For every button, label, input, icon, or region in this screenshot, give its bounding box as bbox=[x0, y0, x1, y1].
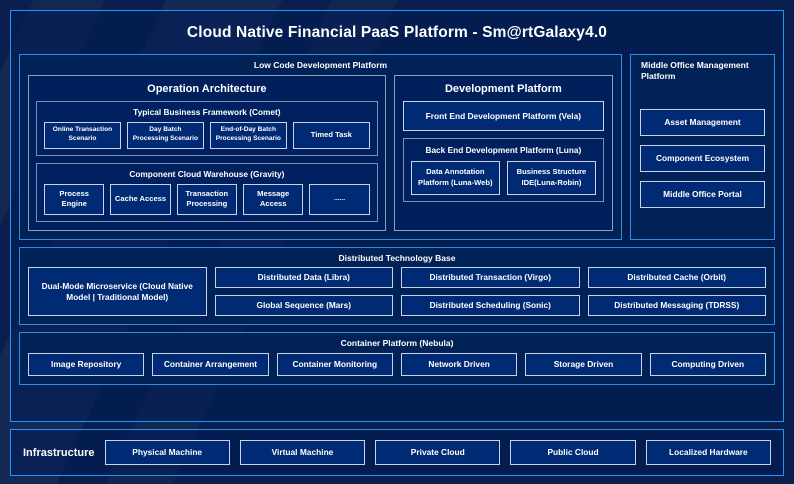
component-cloud-warehouse-items: Process Engine Cache Access Transaction … bbox=[37, 183, 377, 215]
middle-office-items: Asset Management Component Ecosystem Mid… bbox=[631, 85, 774, 230]
chip-data-annotation-platform[interactable]: Data Annotation Platform (Luna-Web) bbox=[410, 160, 500, 195]
subgroup-component-cloud-warehouse: Component Cloud Warehouse (Gravity) Proc… bbox=[36, 162, 378, 222]
chip-private-cloud[interactable]: Private Cloud bbox=[375, 440, 501, 465]
container-row: Container Platform (Nebula) Image Reposi… bbox=[11, 332, 783, 385]
development-platform-body: Front End Development Platform (Vela) Ba… bbox=[395, 100, 612, 230]
panel-distributed-technology-base: Distributed Technology Base Dual-Mode Mi… bbox=[19, 246, 775, 326]
chip-asset-management[interactable]: Asset Management bbox=[640, 109, 765, 137]
back-end-development-platform-title: Back End Development Platform (Luna) bbox=[425, 144, 582, 155]
group-operation-architecture: Operation Architecture Typical Business … bbox=[28, 74, 386, 231]
chip-component-ecosystem[interactable]: Component Ecosystem bbox=[640, 145, 765, 173]
distributed-column-1: Dual-Mode Microservice (Cloud Native Mod… bbox=[28, 267, 207, 317]
subgroup-typical-business-framework: Typical Business Framework (Comet) Onlin… bbox=[36, 100, 378, 156]
chip-cache-access[interactable]: Cache Access bbox=[110, 183, 171, 215]
operation-architecture-title: Operation Architecture bbox=[147, 82, 267, 95]
low-code-title: Low Code Development Platform bbox=[253, 60, 388, 70]
chip-virtual-machine[interactable]: Virtual Machine bbox=[239, 440, 366, 465]
chip-distributed-messaging[interactable]: Distributed Messaging (TDRSS) bbox=[587, 295, 766, 317]
middle-office-title: Middle Office Management Platform bbox=[641, 60, 749, 81]
chip-storage-driven[interactable]: Storage Driven bbox=[525, 352, 642, 376]
chip-container-monitoring[interactable]: Container Monitoring bbox=[276, 352, 393, 376]
distributed-column-3: Distributed Transaction (Virgo) Distribu… bbox=[401, 267, 580, 317]
platform-frame: Cloud Native Financial PaaS Platform - S… bbox=[10, 10, 784, 422]
chip-business-structure-ide[interactable]: Business Structure IDE(Luna-Robin) bbox=[506, 160, 597, 195]
panel-container-platform: Container Platform (Nebula) Image Reposi… bbox=[19, 332, 775, 385]
infrastructure-label: Infrastructure bbox=[23, 446, 95, 459]
chip-day-batch-processing-scenario[interactable]: Day Batch Processing Scenario bbox=[126, 121, 204, 149]
chip-distributed-data[interactable]: Distributed Data (Libra) bbox=[214, 267, 393, 289]
distributed-column-4: Distributed Cache (Orbit) Distributed Me… bbox=[587, 267, 766, 317]
panel-infrastructure: Infrastructure Physical Machine Virtual … bbox=[10, 429, 784, 476]
low-code-body: Operation Architecture Typical Business … bbox=[20, 74, 621, 239]
subgroup-back-end-development-platform: Back End Development Platform (Luna) Dat… bbox=[402, 137, 604, 202]
chip-network-driven[interactable]: Network Driven bbox=[400, 352, 518, 376]
distributed-technology-base-title: Distributed Technology Base bbox=[338, 252, 456, 263]
chip-more-ellipsis[interactable]: ...... bbox=[309, 183, 370, 215]
component-cloud-warehouse-title: Component Cloud Warehouse (Gravity) bbox=[129, 168, 285, 179]
group-development-platform: Development Platform Front End Developme… bbox=[393, 74, 613, 231]
chip-front-end-development-platform[interactable]: Front End Development Platform (Vela) bbox=[402, 100, 604, 131]
development-platform-title: Development Platform bbox=[444, 82, 562, 95]
chip-container-arrangement[interactable]: Container Arrangement bbox=[152, 352, 269, 376]
distributed-technology-base-body: Dual-Mode Microservice (Cloud Native Mod… bbox=[20, 267, 774, 324]
chip-transaction-processing[interactable]: Transaction Processing bbox=[176, 183, 238, 215]
chip-image-repository[interactable]: Image Repository bbox=[28, 352, 145, 376]
container-platform-items: Image Repository Container Arrangement C… bbox=[20, 352, 774, 384]
chip-distributed-cache[interactable]: Distributed Cache (Orbit) bbox=[587, 267, 766, 289]
chip-distributed-scheduling[interactable]: Distributed Scheduling (Sonic) bbox=[401, 295, 580, 317]
distributed-row: Distributed Technology Base Dual-Mode Mi… bbox=[11, 246, 783, 326]
chip-dual-mode-microservice[interactable]: Dual-Mode Microservice (Cloud Native Mod… bbox=[28, 267, 207, 317]
chip-global-sequence[interactable]: Global Sequence (Mars) bbox=[214, 295, 393, 317]
chip-end-of-day-batch-processing-scenario[interactable]: End-of-Day Batch Processing Scenario bbox=[209, 121, 287, 149]
chip-physical-machine[interactable]: Physical Machine bbox=[104, 440, 230, 465]
top-row: Low Code Development Platform Operation … bbox=[11, 54, 783, 240]
chip-online-transaction-scenario[interactable]: Online Transaction Scenario bbox=[44, 121, 121, 149]
back-end-items: Data Annotation Platform (Luna-Web) Busi… bbox=[404, 160, 603, 195]
chip-process-engine[interactable]: Process Engine bbox=[44, 183, 105, 215]
panel-middle-office-management-platform: Middle Office Management Platform Asset … bbox=[630, 54, 775, 240]
distributed-column-2: Distributed Data (Libra) Global Sequence… bbox=[214, 267, 393, 317]
page-title: Cloud Native Financial PaaS Platform - S… bbox=[186, 24, 608, 41]
container-platform-title: Container Platform (Nebula) bbox=[340, 338, 454, 349]
typical-business-framework-items: Online Transaction Scenario Day Batch Pr… bbox=[37, 121, 377, 149]
chip-distributed-transaction[interactable]: Distributed Transaction (Virgo) bbox=[401, 267, 580, 289]
chip-message-access[interactable]: Message Access bbox=[243, 183, 304, 215]
chip-computing-driven[interactable]: Computing Driven bbox=[649, 352, 766, 376]
typical-business-framework-title: Typical Business Framework (Comet) bbox=[133, 106, 281, 117]
chip-localized-hardware[interactable]: Localized Hardware bbox=[645, 440, 772, 465]
chip-public-cloud[interactable]: Public Cloud bbox=[510, 440, 636, 465]
chip-middle-office-portal[interactable]: Middle Office Portal bbox=[640, 181, 765, 209]
chip-timed-task[interactable]: Timed Task bbox=[292, 121, 370, 149]
panel-low-code-development-platform: Low Code Development Platform Operation … bbox=[19, 54, 622, 240]
